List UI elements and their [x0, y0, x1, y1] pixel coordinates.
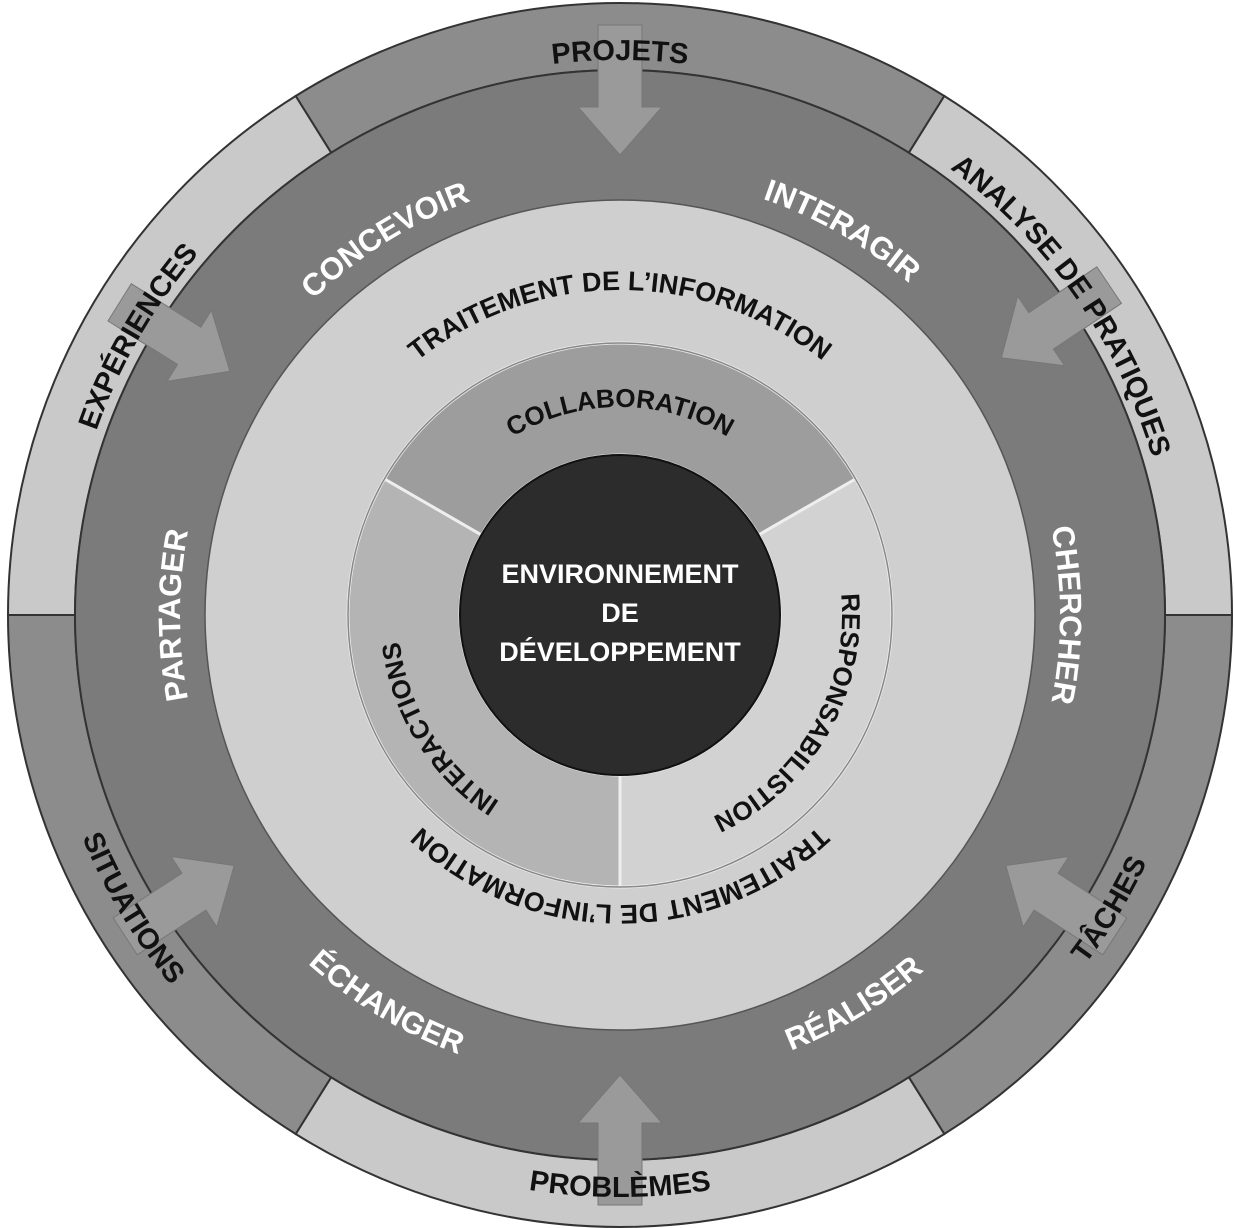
outer-label-text: PROJETS	[550, 35, 690, 71]
inward-arrow-icon	[1005, 855, 1128, 956]
inward-arrow-icon	[576, 1074, 664, 1206]
inward-arrow-icon	[1000, 266, 1123, 367]
center-line-1: ENVIRONNEMENT	[501, 559, 739, 589]
center-line-3: DÉVELOPPEMENT	[499, 637, 741, 667]
inward-arrow-icon	[107, 283, 231, 383]
center-circle	[459, 454, 781, 776]
center-label: ENVIRONNEMENT DE DÉVELOPPEMENT	[460, 555, 780, 672]
inward-arrow-icon	[112, 855, 235, 956]
center-line-2: DE	[601, 598, 639, 628]
inner-ring-border	[347, 342, 893, 888]
outer-label: PROJETS	[550, 35, 690, 71]
inward-arrow-icon	[576, 24, 664, 156]
